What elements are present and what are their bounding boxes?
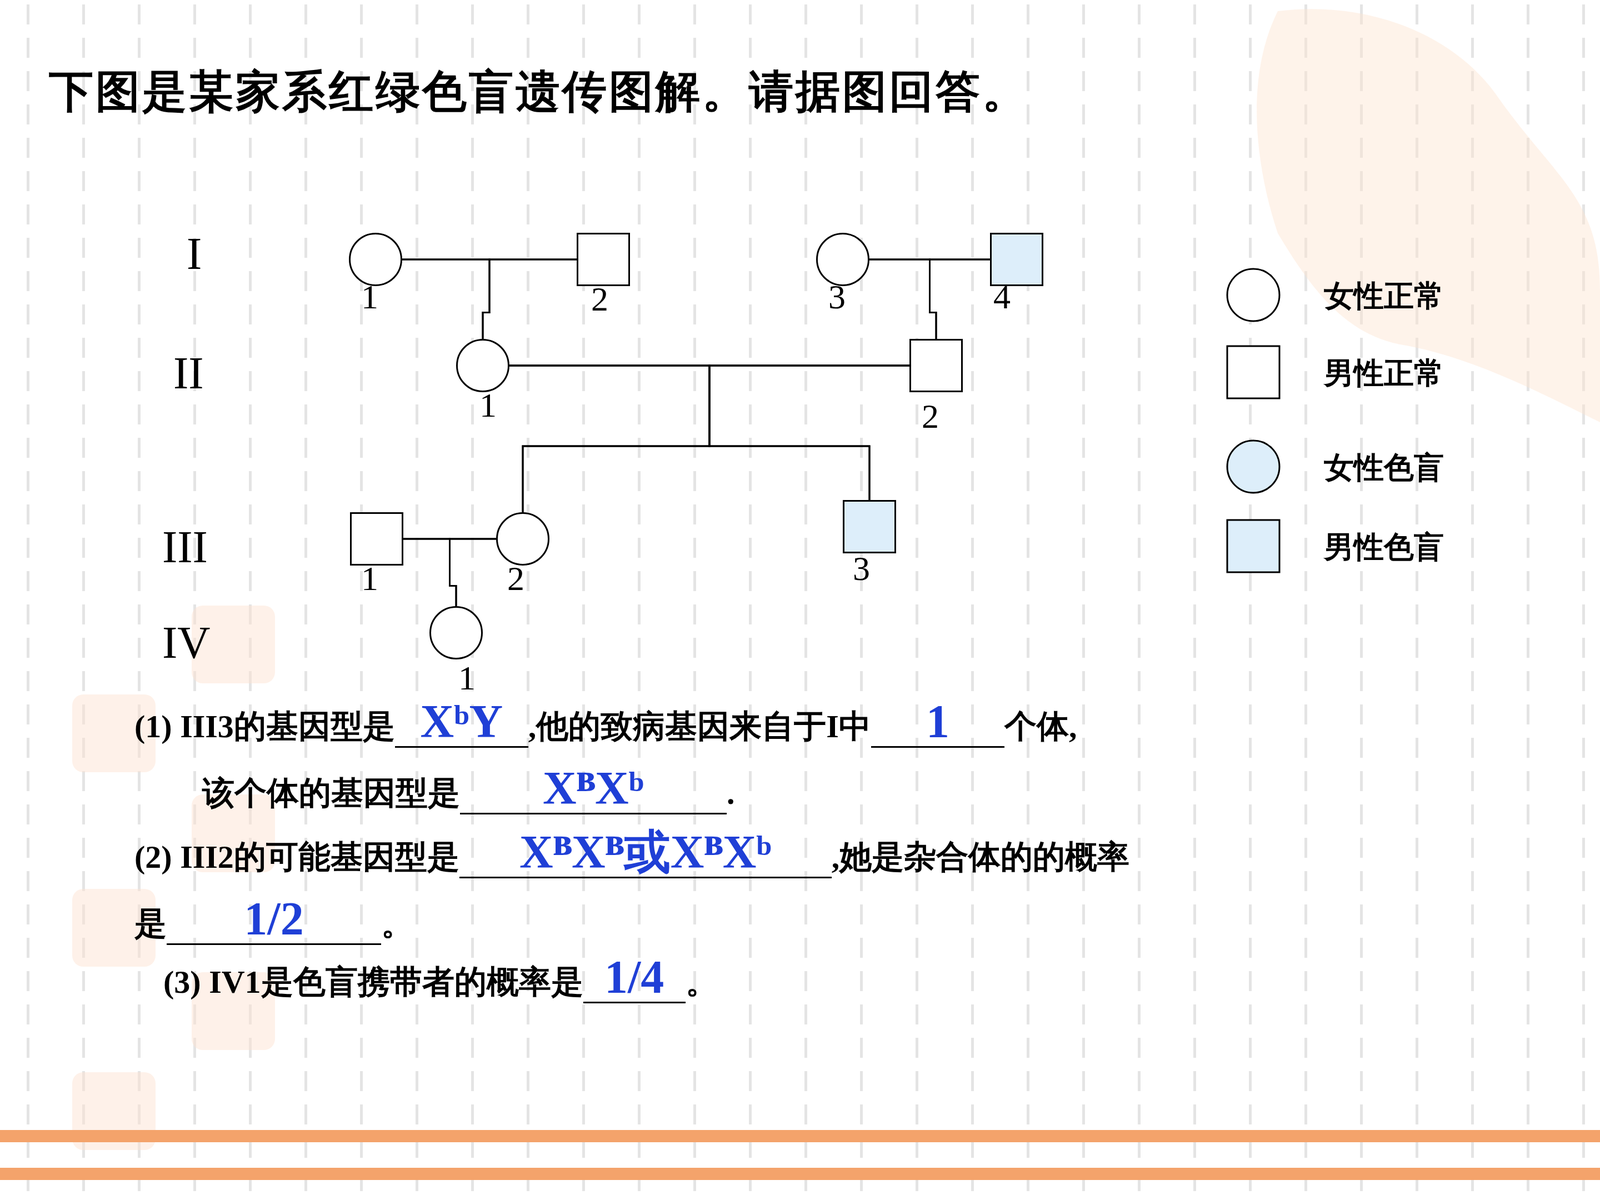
symbol-outline: [842, 500, 897, 554]
female-symbol: 1: [429, 606, 483, 660]
footer-bar: [0, 1167, 1600, 1180]
legend-symbol: [1227, 440, 1280, 493]
pedigree-line: [930, 259, 991, 339]
male-symbol: 4: [990, 232, 1044, 287]
question-line: 是1/2。: [134, 894, 414, 946]
legend-text: 男性正常: [1323, 353, 1444, 394]
title: 下图是某家系红绿色盲遗传图解。请据图回答。: [48, 62, 1029, 123]
male-symbol: 3: [842, 500, 897, 554]
generation-label: IV: [162, 616, 211, 669]
symbol-shape: [991, 233, 1043, 286]
seal-watermark: [72, 8, 1600, 1150]
pedigree-line: [869, 259, 937, 339]
symbol-shape: [457, 340, 509, 392]
pedigree-line: [402, 259, 490, 339]
answer-blank: XᴮXᴮ或XᴮXᵇ: [459, 827, 832, 879]
question-line: 该个体的基因型是XᴮXᵇ.: [202, 763, 735, 815]
female-symbol: 1: [456, 338, 510, 393]
pedigree-line: [509, 365, 710, 513]
legend-text: 男性色盲: [1323, 527, 1444, 568]
question-text: ,他的致病基因来自于I中: [528, 708, 872, 745]
legend-symbols: [1227, 268, 1280, 573]
footer-bar: [0, 1130, 1600, 1143]
question-line: (1) III3的基因型是XᵇY,他的致病基因来自于I中1个体,: [134, 697, 1077, 749]
question-text: (1) III3的基因型是: [134, 708, 395, 745]
female-symbol: 1: [348, 232, 403, 287]
answer-blank: XᴮXᵇ: [460, 763, 727, 815]
question-text: 个体,: [1004, 708, 1078, 745]
answer-blank: 1/4: [583, 952, 686, 1004]
symbol-outline: [576, 232, 630, 287]
question-text: ,她是杂合体的的概率: [831, 838, 1130, 875]
generation-label: II: [173, 347, 204, 400]
symbol-shape: [497, 513, 549, 565]
pedigree-line: [709, 365, 910, 500]
symbol-shape: [351, 513, 403, 565]
symbol-outline: [909, 338, 963, 393]
generation-label: I: [186, 227, 202, 280]
symbol-outline: [429, 606, 483, 660]
legend-symbol: [1227, 520, 1280, 573]
legend-symbol: [1227, 268, 1280, 322]
legend-text: 女性色盲: [1323, 447, 1444, 489]
legend-text: 女性正常: [1323, 276, 1444, 317]
pedigree-line: [450, 538, 497, 607]
answer-blank: XᵇY: [395, 697, 529, 748]
question-text: 。: [381, 905, 414, 942]
pedigree-line: [403, 538, 457, 607]
individual-number: 2: [921, 396, 939, 437]
pedigree-line: [482, 259, 577, 339]
answer-blank: 1: [871, 697, 1005, 748]
question-text: .: [726, 775, 735, 812]
generation-label: III: [162, 521, 208, 574]
question-line: (2) III2的可能基因型是XᴮXᴮ或XᴮXᵇ,她是杂合体的的概率: [134, 827, 1130, 879]
male-symbol: 2: [576, 232, 630, 287]
individual-number: 3: [852, 548, 870, 589]
male-symbol: 1: [350, 512, 404, 566]
legend-symbol: [1227, 346, 1280, 399]
symbol-shape: [577, 233, 630, 286]
symbol-shape: [350, 233, 402, 286]
individual-number: 2: [507, 558, 525, 599]
symbol-shape: [430, 607, 483, 659]
question-text: 是: [134, 905, 167, 942]
individual-number: 2: [591, 279, 609, 319]
question-line: (3) IV1是色盲携带者的概率是1/4。: [163, 952, 718, 1004]
female-symbol: 2: [496, 512, 550, 566]
question-text: 。: [685, 963, 718, 1000]
symbol-outline: [350, 512, 404, 566]
individual-number: 1: [361, 277, 379, 317]
symbol-shape: [910, 340, 963, 392]
question-text: 该个体的基因型是: [202, 775, 460, 812]
pedigree-line: [509, 365, 870, 500]
male-symbol: 2: [909, 338, 963, 393]
individual-number: 1: [479, 385, 497, 425]
question-text: (2) III2的可能基因型是: [134, 838, 460, 875]
individual-number: 4: [993, 277, 1011, 317]
question-text: (3) IV1是色盲携带者的概率是: [163, 963, 584, 1000]
symbol-shape: [843, 501, 896, 553]
individual-number: 1: [458, 658, 476, 698]
answer-blank: 1/2: [166, 894, 382, 945]
individual-number: 1: [361, 558, 379, 599]
symbol-shape: [817, 233, 869, 286]
symbol-outline: [496, 512, 550, 566]
symbol-outline: [456, 338, 510, 393]
individual-number: 3: [828, 277, 846, 317]
female-symbol: 3: [816, 232, 870, 287]
pedigree-line: [522, 365, 910, 513]
